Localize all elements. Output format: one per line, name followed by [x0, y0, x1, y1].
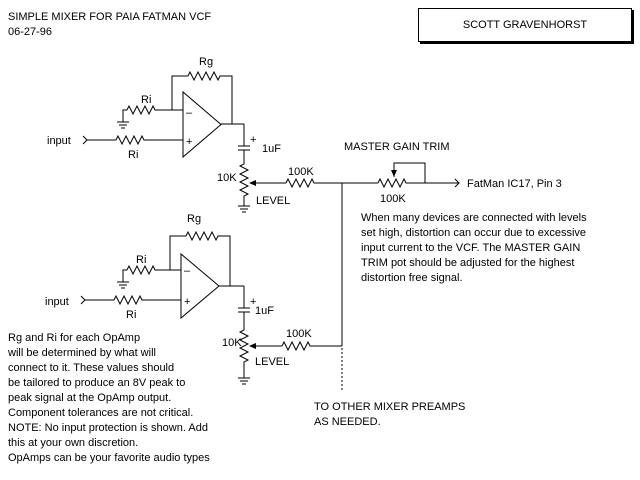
- note-line: be tailored to produce an 8V peak to: [8, 377, 186, 389]
- bottom-rg-resistor: [185, 230, 220, 242]
- bottom-feedback-wire: [169, 235, 244, 287]
- level-note: When many devices are connected with lev…: [361, 211, 587, 286]
- master-wiper-loop: [393, 162, 426, 183]
- bottom-level-label: LEVEL: [255, 356, 289, 368]
- note-line: peak signal at the OpAmp output.: [8, 392, 172, 404]
- top-wiper-arrow: [249, 180, 256, 186]
- other-mixers-note: TO OTHER MIXER PREAMPS AS NEEDED.: [314, 400, 465, 430]
- bottom-level-pot: [238, 324, 250, 378]
- bottom-input-wire: [80, 295, 181, 305]
- top-cap-symbol: [238, 124, 250, 162]
- top-cap-label: 1uF: [262, 143, 281, 155]
- top-cap-plus: +: [250, 134, 256, 146]
- note-line: Rg and Ri for each OpAmp: [8, 332, 141, 344]
- top-pot-label: 10K: [217, 172, 237, 184]
- top-level-pot: [238, 162, 250, 206]
- summing-bus: MASTER GAIN TRIM 100K FatMan IC17, Pin 3: [341, 141, 562, 392]
- note-line: AS NEEDED.: [314, 416, 381, 428]
- top-inverting-wire: [122, 109, 183, 122]
- bottom-pot-label: 10K: [222, 337, 242, 349]
- top-input-wire: [82, 135, 183, 145]
- top-channel: – + Rg Ri input Ri + 1uF 10K LEVEL 100K: [47, 56, 342, 213]
- master-wiper-arrow: [391, 170, 397, 177]
- bottom-100k-resistor: [281, 340, 342, 352]
- bottom-ri-upper-label: Ri: [136, 254, 146, 266]
- note-line: TRIM pot should be adjusted for the high…: [361, 257, 575, 269]
- bottom-ri-ground-symbol: [117, 281, 129, 289]
- note-line: input current to the VCF. The MASTER GAI…: [361, 242, 581, 254]
- note-line: will be determined by what will: [8, 347, 156, 359]
- note-line: TO OTHER MIXER PREAMPS: [314, 401, 466, 413]
- top-rg-label: Rg: [199, 56, 213, 68]
- note-line: NOTE: No input protection is shown. Add: [8, 422, 208, 434]
- top-ri-ground-symbol: [117, 121, 129, 129]
- note-line: distortion free signal.: [361, 272, 463, 284]
- schematic-title: SIMPLE MIXER FOR PAIA FATMAN VCF: [8, 11, 212, 23]
- top-feedback-wire: [171, 75, 244, 125]
- note-line: set high, distortion can occur due to ex…: [361, 227, 587, 239]
- bottom-opamp-plus: +: [184, 296, 190, 308]
- bottom-ri-lower-resistor: [113, 294, 144, 306]
- bottom-opamp-symbol: [180, 252, 220, 320]
- note-line: Component tolerances are not critical.: [8, 407, 194, 419]
- bottom-cap-plus: +: [250, 296, 256, 308]
- bottom-wiper-arrow: [249, 343, 256, 349]
- bottom-input-label: input: [45, 296, 69, 308]
- author-name: SCOTT GRAVENHORST: [462, 19, 588, 31]
- master-gain-pot: [377, 177, 409, 189]
- opamp-note: Rg and Ri for each OpAmp will be determi…: [8, 331, 210, 466]
- top-rg-resistor: [187, 70, 222, 82]
- note-line: connect to it. These values should: [8, 362, 175, 374]
- bottom-100k-label: 100K: [286, 328, 312, 340]
- title-block: SIMPLE MIXER FOR PAIA FATMAN VCF 06-27-9…: [8, 10, 211, 40]
- bottom-cap-symbol: [238, 286, 250, 324]
- top-ri-upper-label: Ri: [141, 94, 151, 106]
- schematic-date: 06-27-96: [8, 26, 53, 38]
- master-wire-out: [409, 178, 460, 188]
- bottom-rg-label: Rg: [187, 213, 201, 225]
- top-ri-lower-resistor: [115, 134, 146, 146]
- top-opamp-plus: +: [186, 136, 192, 148]
- top-opamp-symbol: [182, 90, 222, 159]
- note-line: this at your own discretion.: [8, 437, 139, 449]
- top-ri-upper-resistor: [126, 104, 157, 116]
- master-gain-trim-label: MASTER GAIN TRIM: [344, 141, 450, 153]
- top-level-label: LEVEL: [256, 195, 290, 207]
- bottom-inverting-wire: [122, 269, 181, 282]
- bottom-channel: – + Rg Ri input Ri + 1uF 10K LEVEL 100K: [45, 213, 342, 385]
- bottom-ri-lower-label: Ri: [126, 309, 136, 321]
- bottom-pot-ground: [238, 377, 250, 385]
- bottom-cap-label: 1uF: [255, 305, 274, 317]
- author-box: SCOTT GRAVENHORST: [418, 8, 632, 42]
- output-destination-label: FatMan IC17, Pin 3: [467, 178, 562, 190]
- top-pot-ground: [238, 205, 250, 213]
- top-100k-resistor: [285, 177, 342, 189]
- top-ri-lower-label: Ri: [128, 149, 138, 161]
- note-line: OpAmps can be your favorite audio types: [8, 452, 210, 464]
- top-opamp-minus: –: [186, 107, 193, 119]
- top-input-label: input: [47, 135, 71, 147]
- bottom-ri-upper-resistor: [126, 264, 157, 276]
- master-pot-value-label: 100K: [380, 193, 406, 205]
- top-100k-label: 100K: [288, 166, 314, 178]
- note-line: When many devices are connected with lev…: [361, 212, 587, 224]
- bottom-opamp-minus: –: [184, 265, 191, 277]
